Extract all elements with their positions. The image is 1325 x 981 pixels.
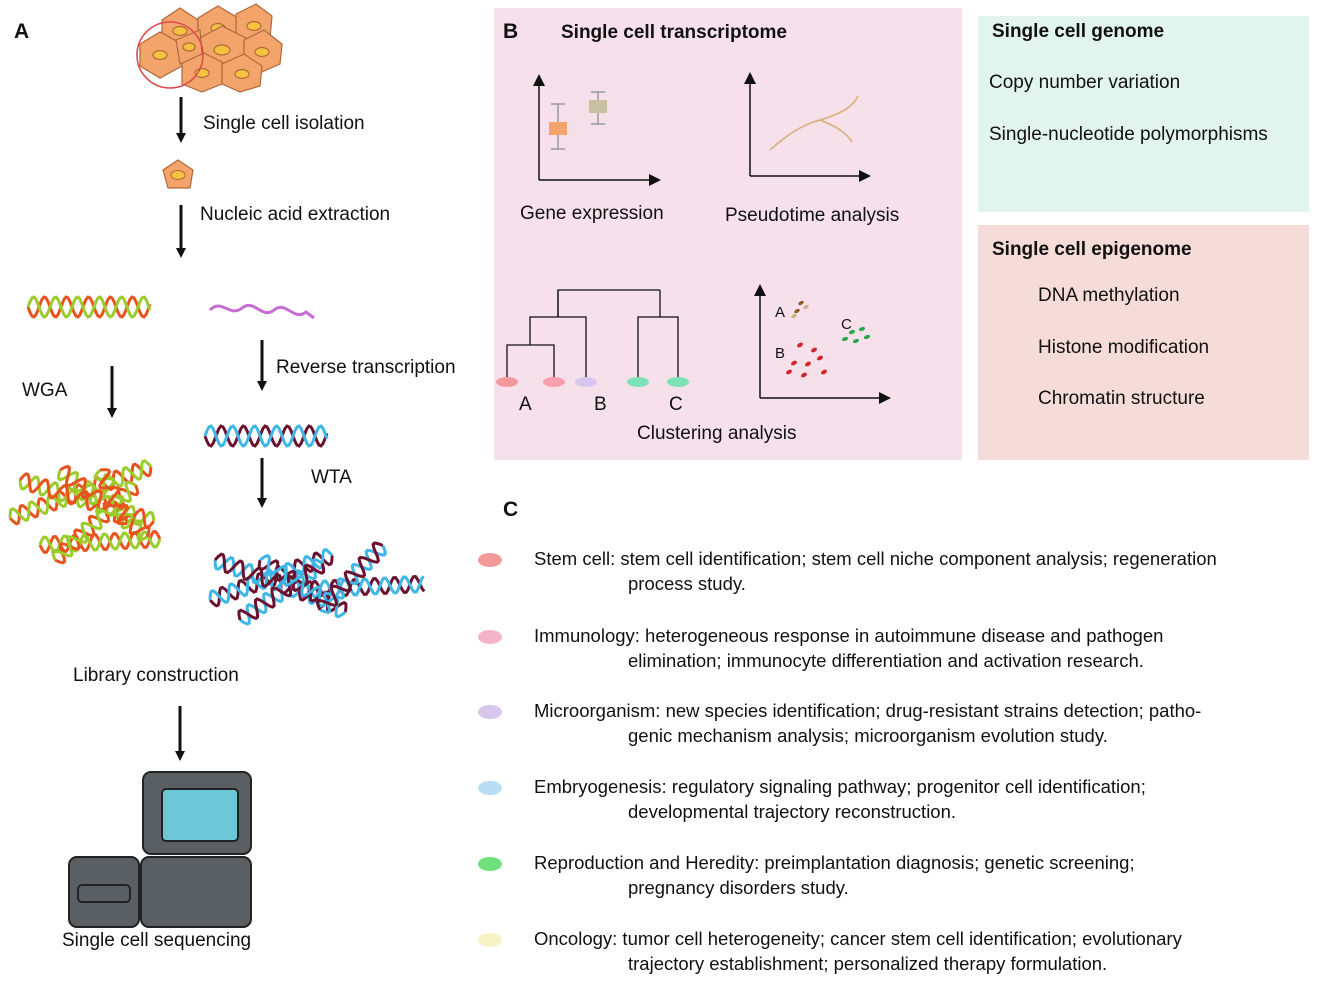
cell-icon [221, 53, 263, 93]
application-text: Oncology: tumor cell heterogeneity; canc… [534, 928, 1182, 949]
cdna-helix-icon [203, 424, 329, 448]
application-text: pregnancy disorders study. [628, 877, 849, 898]
application-dot [478, 630, 502, 644]
cluster-leaf [667, 377, 689, 387]
scatter-points-c [841, 326, 871, 344]
genome-item: Single-nucleotide polymorphisms [989, 124, 1268, 145]
scatter-label: C [841, 316, 852, 333]
cluster-leaf-label: B [594, 394, 607, 415]
transcriptome-panel [494, 8, 962, 460]
amplified-cdna-icon [208, 541, 426, 626]
computer-icon [68, 771, 252, 928]
cluster-leaf-label: C [669, 394, 683, 415]
application-text: elimination; immunocyte differentiation … [628, 650, 1144, 671]
epigenome-title: Single cell epigenome [992, 239, 1192, 260]
cluster-leaf [543, 377, 565, 387]
gene-expression-label: Gene expression [520, 203, 664, 224]
genome-panel [978, 16, 1309, 212]
clustering-label: Clustering analysis [637, 423, 797, 444]
scatter-label: A [775, 304, 786, 321]
cluster-leaf [627, 377, 649, 387]
helix-strand [8, 459, 153, 522]
application-text: Stem cell: stem cell identification; ste… [534, 548, 1217, 569]
application-text: process study. [628, 573, 746, 594]
helix-strand [203, 424, 329, 448]
step-library-label: Library construction [73, 665, 239, 686]
step-sequencing-label: Single cell sequencing [62, 930, 252, 951]
dna-helix-icon [26, 295, 152, 319]
epigenome-item: Chromatin structure [1038, 388, 1205, 409]
scatter-plot [754, 284, 891, 404]
helix-strand [319, 544, 388, 615]
panel-letter-b: B [503, 20, 519, 43]
epigenome-item: DNA methylation [1038, 285, 1180, 306]
genome-title: Single cell genome [992, 21, 1165, 42]
pseudotime-plot [744, 72, 871, 182]
application-dot [478, 705, 502, 719]
cluster-leaf [496, 377, 518, 387]
helix-strand [237, 563, 325, 621]
helix-strand [26, 295, 152, 319]
helix-strand [315, 541, 384, 611]
gene-expression-plot [533, 74, 661, 186]
scatter-label: B [775, 345, 786, 362]
cluster-leaf-label: A [519, 394, 532, 415]
helix-strand [26, 295, 152, 319]
rna-strand-icon [208, 304, 315, 320]
application-dot [478, 933, 502, 947]
application-text: Microorganism: new species identificatio… [534, 700, 1202, 721]
application-dot [478, 553, 502, 567]
cell-icon [139, 31, 183, 79]
step-rt-label: Reverse transcription [276, 357, 456, 378]
helix-strand [97, 468, 130, 526]
helix-strand [203, 424, 329, 448]
step-wta-label: WTA [311, 467, 352, 488]
helix-strand [51, 480, 137, 561]
application-text: developmental trajectory reconstruction. [628, 801, 957, 822]
single-cell-icon [162, 159, 194, 189]
application-text: genic mechanism analysis; microorganism … [628, 725, 1108, 746]
boxplot-box [589, 91, 607, 125]
application-dot [478, 781, 502, 795]
dendrogram [506, 289, 679, 382]
boxplot-box [549, 103, 567, 150]
scatter-points-b [786, 342, 827, 378]
helix-strand [54, 484, 140, 565]
selection-circle-icon [136, 21, 204, 89]
cluster-leaf [575, 377, 597, 387]
trajectory-curve [769, 95, 859, 151]
application-text: Embryogenesis: regulatory signaling path… [534, 776, 1146, 797]
panel-letter-c: C [503, 498, 519, 521]
application-text: trajectory establishment; personalized t… [628, 953, 1108, 974]
scatter-points-a [791, 300, 809, 319]
step-wga-label: WGA [22, 380, 68, 401]
step-isolation-label: Single cell isolation [203, 113, 365, 134]
amplified-dna-icon [8, 459, 162, 565]
transcriptome-title: Single cell transcriptome [561, 22, 787, 43]
panel-letter-a: A [14, 20, 30, 43]
application-dot [478, 857, 502, 871]
tissue-icon [139, 3, 283, 93]
epigenome-panel [978, 225, 1309, 460]
application-text: Reproduction and Heredity: preimplantati… [534, 852, 1135, 873]
application-text: Immunology: heterogeneous response in au… [534, 625, 1164, 646]
step-extraction-label: Nucleic acid extraction [200, 204, 391, 225]
epigenome-item: Histone modification [1038, 337, 1210, 358]
genome-item: Copy number variation [989, 72, 1181, 93]
pseudotime-label: Pseudotime analysis [725, 205, 900, 226]
cell-icon [175, 29, 203, 65]
